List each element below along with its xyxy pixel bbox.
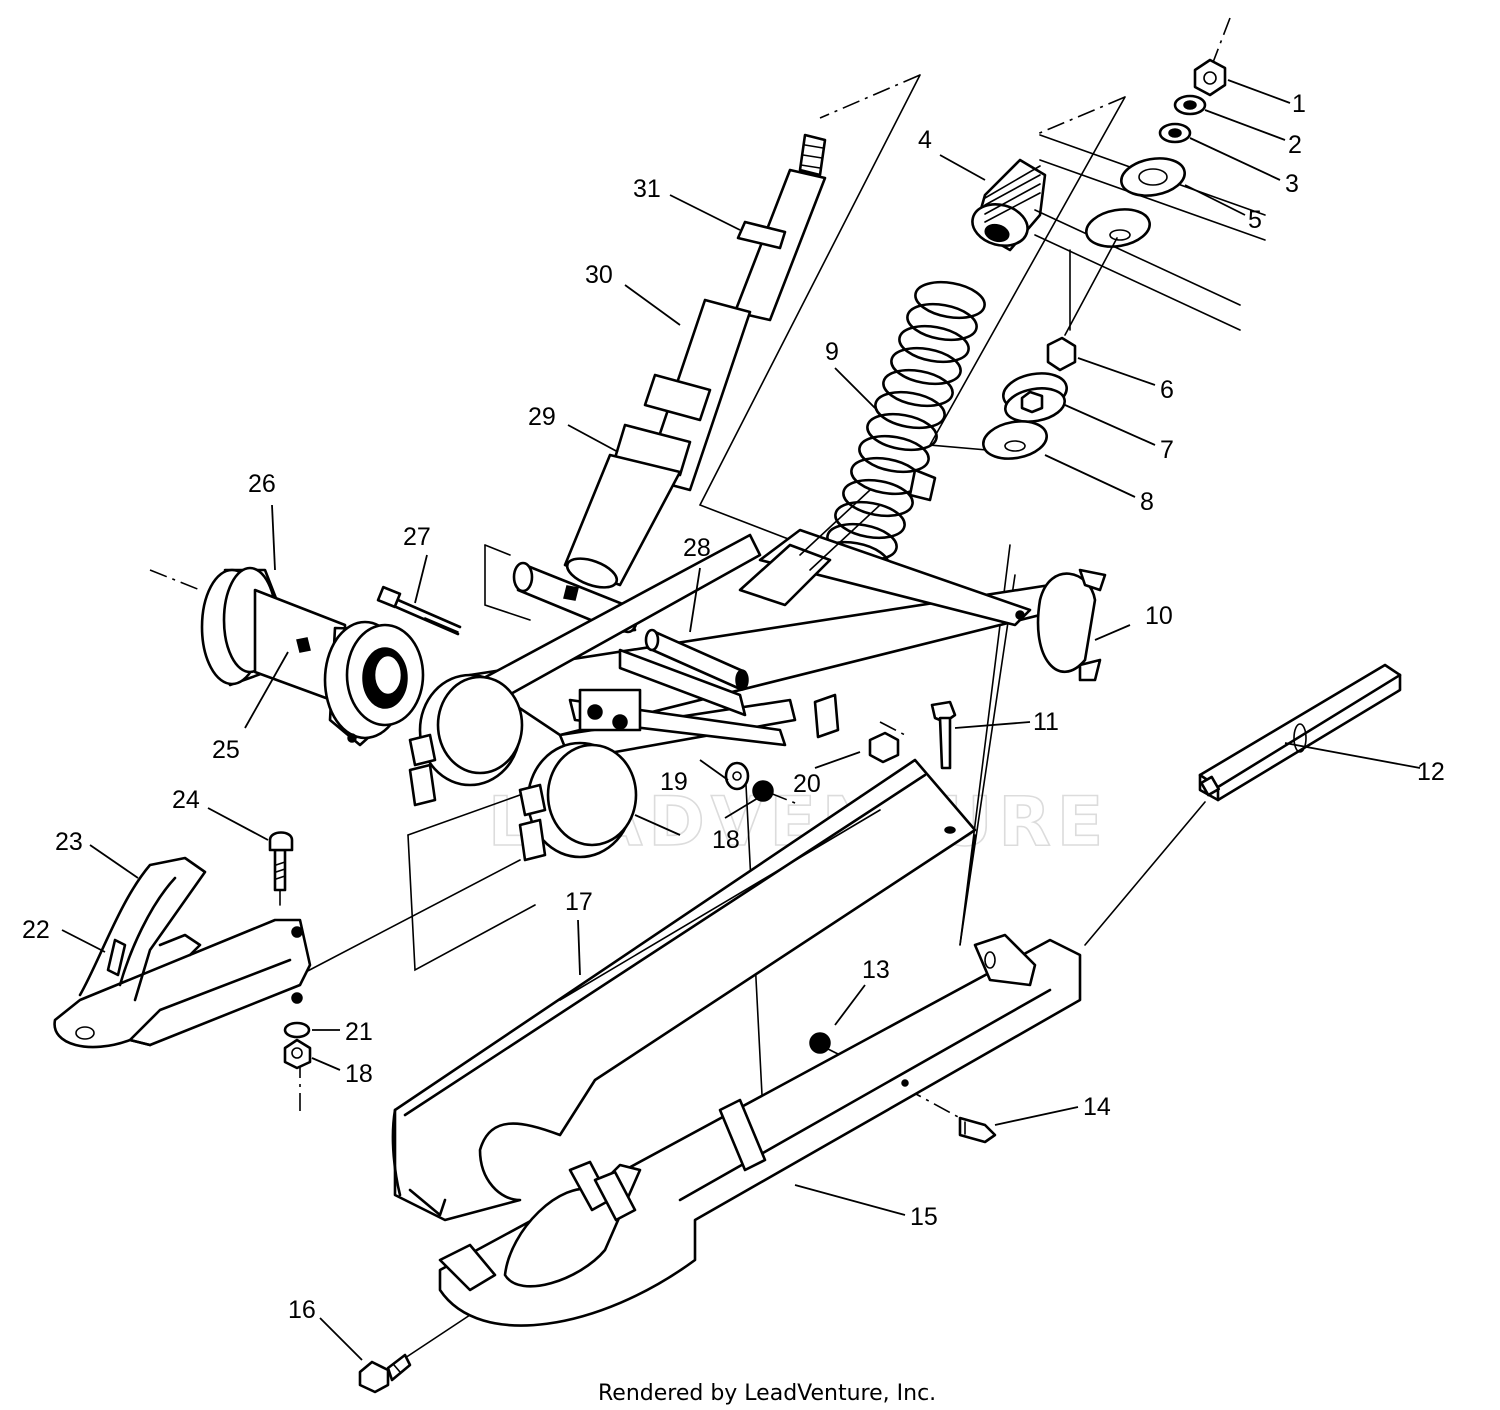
part-shock-absorber <box>512 133 827 634</box>
callout-13: 13 <box>862 956 890 984</box>
part-swingarm <box>408 489 1107 862</box>
callout-labels: 1 2 3 4 5 6 7 8 9 10 11 12 13 14 15 16 1… <box>22 90 1445 1324</box>
callout-21: 21 <box>345 1018 373 1046</box>
callout-28: 28 <box>683 534 711 562</box>
part-small-hardware <box>724 700 957 1054</box>
callout-14: 14 <box>1083 1093 1111 1121</box>
callout-2: 2 <box>1288 131 1302 159</box>
callout-3: 3 <box>1285 170 1299 198</box>
part-top-fasteners <box>1064 58 1227 336</box>
callout-27: 27 <box>403 523 431 551</box>
callout-25: 25 <box>212 736 240 764</box>
callout-18a: 18 <box>712 826 740 854</box>
part-coil-spring <box>818 280 986 580</box>
part-lower-rail <box>438 933 1082 1327</box>
callout-22: 22 <box>22 916 50 944</box>
callout-23: 23 <box>55 828 83 856</box>
callout-10: 10 <box>1145 602 1173 630</box>
part-slide-bracket <box>53 856 312 1049</box>
callout-4: 4 <box>918 126 932 154</box>
part-bushing-assembly <box>200 566 425 747</box>
part-rubber-bumper <box>971 158 1047 252</box>
callout-7: 7 <box>1160 436 1174 464</box>
callout-20: 20 <box>793 770 821 798</box>
callout-19: 19 <box>660 768 688 796</box>
callout-11: 11 <box>1033 708 1059 736</box>
callout-16: 16 <box>288 1296 316 1324</box>
callout-29: 29 <box>528 403 556 431</box>
part-square-tube <box>1198 663 1402 802</box>
callout-5: 5 <box>1248 206 1262 234</box>
callout-9: 9 <box>825 338 839 366</box>
render-credit: Rendered by LeadVenture, Inc. <box>598 1381 936 1406</box>
callout-1: 1 <box>1292 90 1306 118</box>
callout-31: 31 <box>633 175 661 203</box>
callout-8: 8 <box>1140 488 1154 516</box>
callout-26: 26 <box>248 470 276 498</box>
callout-30: 30 <box>585 261 613 289</box>
callout-12: 12 <box>1417 758 1445 786</box>
callout-18c: 18 <box>345 1060 373 1088</box>
part-long-bolt <box>376 585 462 636</box>
part-lower-fasteners <box>982 336 1077 460</box>
part-bracket-bolt <box>268 831 312 1070</box>
callout-17: 17 <box>565 888 593 916</box>
callout-24: 24 <box>172 786 200 814</box>
part-chaincase-cover <box>391 758 977 1222</box>
callout-6: 6 <box>1160 376 1174 404</box>
leader-lines <box>61 79 1421 1361</box>
part-bolts <box>358 1116 997 1394</box>
part-pin <box>644 628 749 691</box>
callout-15: 15 <box>910 1203 938 1231</box>
